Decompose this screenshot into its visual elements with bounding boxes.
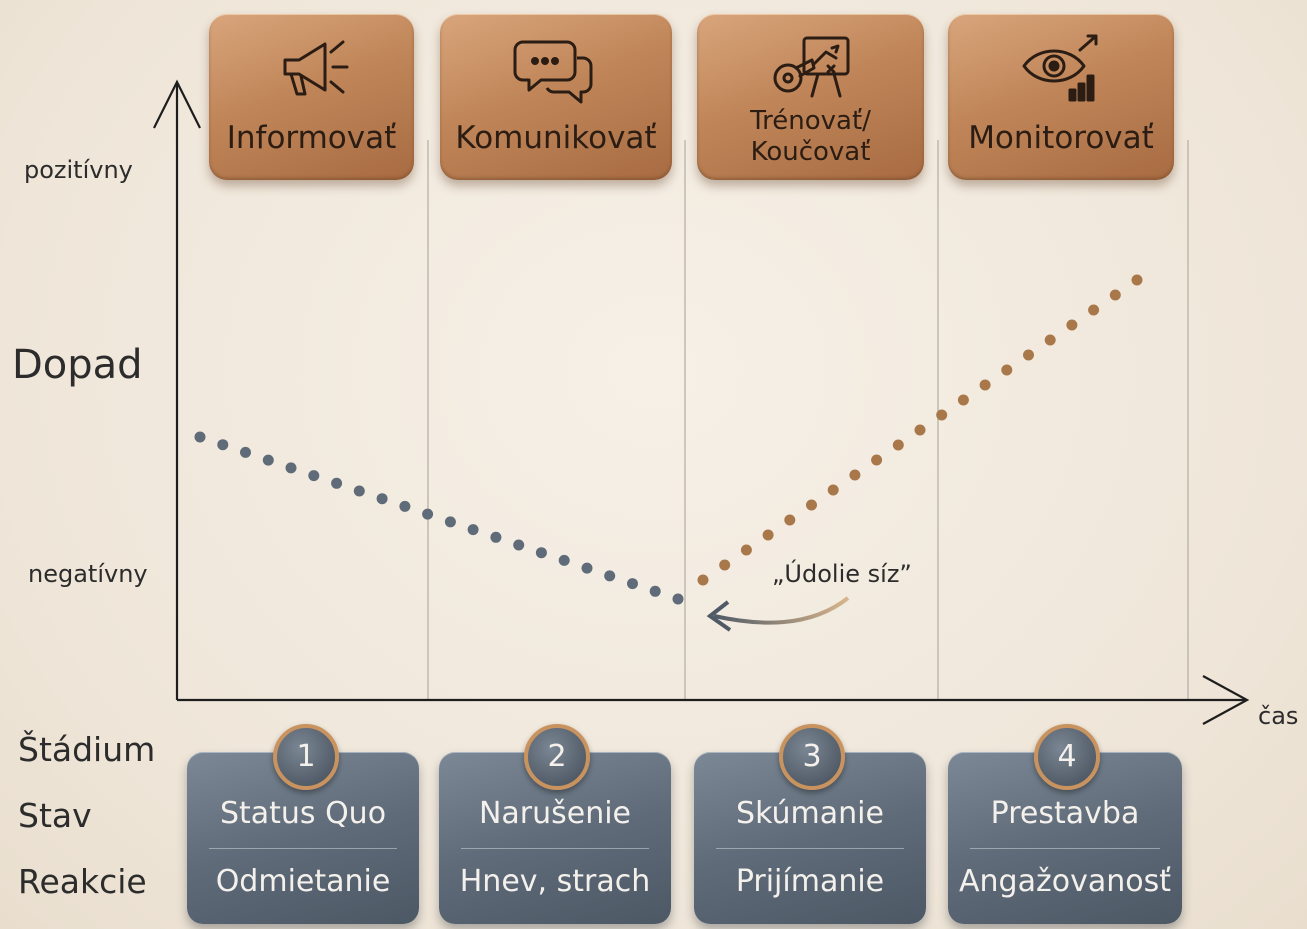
recovery-dot xyxy=(1109,289,1121,301)
recovery-dot xyxy=(849,469,861,481)
axes xyxy=(153,79,1250,725)
valley-arrow xyxy=(713,596,850,625)
recovery-dot xyxy=(697,574,709,586)
recovery-dot xyxy=(784,514,796,526)
recovery-dot xyxy=(1044,334,1056,346)
valley-arrowhead-icon xyxy=(706,600,732,632)
y-axis-title: Dopad xyxy=(12,342,143,388)
decline-dot xyxy=(308,470,320,482)
recovery-dot xyxy=(979,379,991,391)
stage-reaction: Hnev, strach xyxy=(459,864,651,899)
stage-reaction: Angažovanosť xyxy=(959,864,1171,899)
row-label-stav: Stav xyxy=(18,796,92,835)
row-label-reakcie: Reakcie xyxy=(18,862,147,901)
action-label-line1: Trénovať/ xyxy=(750,106,871,136)
x-axis-title: čas xyxy=(1258,702,1299,730)
action-tile-komunikovat: Komunikovať xyxy=(440,14,672,180)
recovery-dot xyxy=(936,409,948,421)
stage-divider xyxy=(970,848,1160,849)
decline-dot xyxy=(581,562,593,574)
recovery-dot xyxy=(914,424,926,436)
decline-series xyxy=(194,431,684,605)
decline-dot xyxy=(604,570,616,582)
action-tile-monitorovat: Monitorovať xyxy=(948,14,1174,180)
decline-dot xyxy=(262,454,274,466)
action-tile-informovat: Informovať xyxy=(209,14,414,180)
action-tile-trenovat: Trénovať/ Koučovať xyxy=(697,14,924,180)
decline-dot xyxy=(240,446,251,458)
decline-dot xyxy=(535,547,547,559)
action-label: Monitorovať xyxy=(968,120,1154,156)
recovery-dot xyxy=(740,544,752,556)
stage-dividers xyxy=(427,140,1189,700)
recovery-dot xyxy=(1066,319,1078,331)
decline-dot xyxy=(285,462,297,474)
eye-growth-chart-icon xyxy=(1022,34,1098,102)
y-axis-positive-label: pozitívny xyxy=(24,156,133,184)
decline-dot xyxy=(217,439,229,451)
stage-number-badge: 2 xyxy=(524,724,590,790)
decline-dot xyxy=(513,539,525,551)
action-label: Informovať xyxy=(226,120,397,156)
decline-dot xyxy=(627,578,638,590)
decline-dot xyxy=(422,508,434,520)
speech-bubbles-icon xyxy=(513,40,593,104)
x-axis-arrow-icon xyxy=(1202,675,1250,725)
row-label-stadium: Štádium xyxy=(18,730,156,769)
decline-dot xyxy=(376,493,388,505)
recovery-dot xyxy=(1023,349,1034,361)
stage-card-2: Narušenie Hnev, strach xyxy=(439,752,671,924)
y-axis-arrow-icon xyxy=(153,79,201,129)
stage-card-1: Status Quo Odmietanie xyxy=(187,752,419,924)
stage-number-badge: 4 xyxy=(1034,724,1100,790)
y-axis-negative-label: negatívny xyxy=(28,560,148,588)
recovery-series xyxy=(697,274,1143,586)
decline-dot xyxy=(194,431,206,443)
whistle-coaching-board-icon xyxy=(773,36,849,98)
decline-dot xyxy=(672,593,684,605)
stage-number-badge: 3 xyxy=(779,724,845,790)
stage-number-badge: 1 xyxy=(273,724,339,790)
stage-divider xyxy=(716,848,904,849)
decline-dot xyxy=(399,500,411,512)
recovery-dot xyxy=(719,559,731,571)
valley-annotation: „Údolie síz” xyxy=(772,560,912,588)
decline-dot xyxy=(353,485,365,497)
stage-state: Narušenie xyxy=(478,796,632,831)
action-label-line2: Koučovať xyxy=(750,137,871,167)
action-label: Komunikovať xyxy=(455,120,657,156)
decline-dot xyxy=(467,524,479,536)
decline-dot xyxy=(649,585,661,597)
decline-dot xyxy=(331,477,343,489)
stage-state: Prestavba xyxy=(990,796,1140,831)
recovery-dot xyxy=(1088,304,1100,316)
recovery-dot xyxy=(871,454,883,466)
recovery-dot xyxy=(892,439,904,451)
stage-divider xyxy=(209,848,397,849)
recovery-dot xyxy=(806,499,817,511)
recovery-dot xyxy=(762,529,774,541)
recovery-dot xyxy=(827,484,839,496)
recovery-dot xyxy=(1001,364,1013,376)
recovery-dot xyxy=(957,394,969,406)
megaphone-icon xyxy=(283,40,348,96)
recovery-dot xyxy=(1131,274,1143,286)
stage-state: Skúmanie xyxy=(736,796,884,831)
stage-reaction: Odmietanie xyxy=(215,864,391,899)
stage-divider xyxy=(461,848,649,849)
action-label: Trénovať/ Koučovať xyxy=(697,106,924,168)
decline-dot xyxy=(490,531,502,543)
stage-state: Status Quo xyxy=(219,796,387,831)
decline-dot xyxy=(444,516,456,528)
stage-reaction: Prijímanie xyxy=(735,864,885,899)
decline-dot xyxy=(558,554,570,566)
